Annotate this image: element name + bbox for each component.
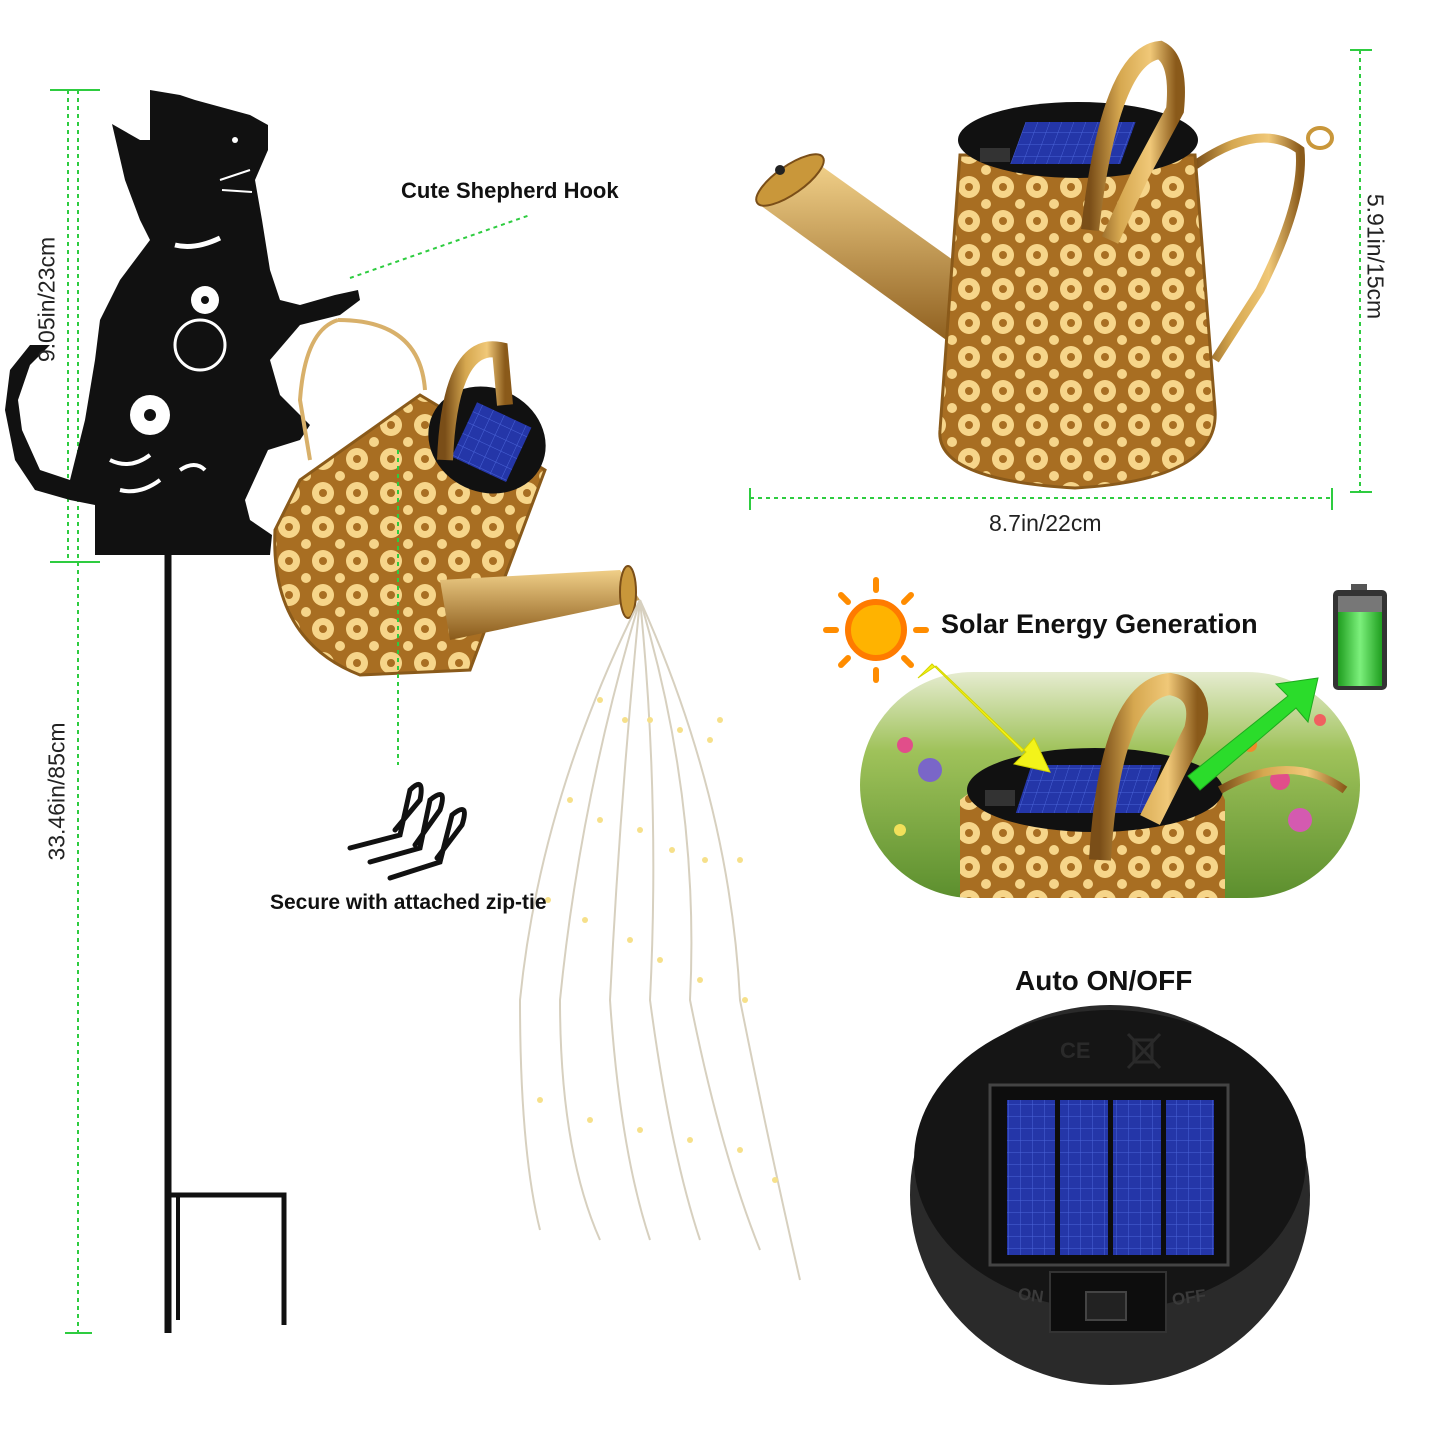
power-switch: [1049, 1271, 1167, 1333]
shepherd-hook-label: Cute Shepherd Hook: [401, 178, 619, 203]
battery-icon: [1333, 584, 1387, 690]
can-height-dimension-label: 5.91in/15cm: [1362, 193, 1389, 320]
svg-text:CE: CE: [1060, 1038, 1091, 1063]
hook-callout-line: [349, 214, 531, 279]
ce-mark-icon: CE: [1060, 1038, 1091, 1063]
zip-tie-icon: [347, 781, 467, 881]
watering-can-product-photo: [755, 40, 1334, 490]
sun-arrow-icon: [917, 663, 1051, 773]
switch-on-label: ON: [1016, 1284, 1045, 1307]
stake-height-dimension-label: 33.46in/85cm: [43, 722, 70, 861]
weee-bin-icon: [1126, 1032, 1162, 1070]
watering-can-icon: [273, 318, 640, 677]
dimension-lines-right: [749, 49, 1372, 510]
string-lights: [518, 599, 801, 1281]
cat-silhouette-icon: [5, 90, 360, 555]
zip-tie-label: Secure with attached zip-tie: [270, 891, 547, 914]
sun-icon: [823, 577, 929, 683]
solar-energy-title: Solar Energy Generation: [941, 609, 1258, 639]
battery-arrow-icon: [1187, 677, 1319, 791]
light-beads: [537, 697, 778, 1183]
width-dimension-label: 8.7in/22cm: [989, 510, 1102, 536]
garden-stake: [164, 555, 287, 1333]
auto-on-off-title: Auto ON/OFF: [1015, 965, 1193, 996]
cat-height-dimension-label: 9.05in/23cm: [33, 236, 60, 363]
solar-panel-icon: [1007, 1100, 1214, 1255]
